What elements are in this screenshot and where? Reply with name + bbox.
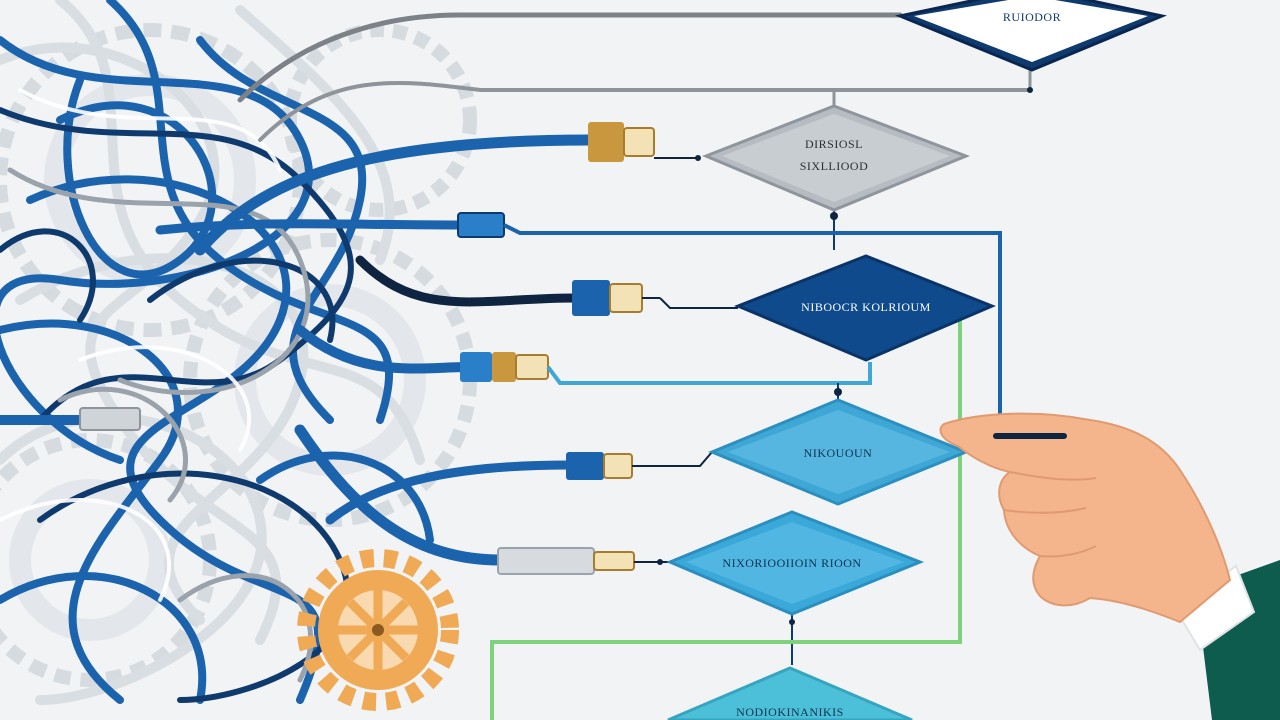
plug-left — [79, 407, 141, 431]
decision-diamond-6: NODIOKINANIKIS — [667, 666, 913, 720]
tangled-cables — [0, 0, 434, 705]
decision-diamond-4: NIKOUOUN — [708, 398, 970, 506]
diamond-5-label: NIXORIOOIIOIN RIOON — [722, 556, 861, 570]
diamond-6-label: NODIOKINANIKIS — [736, 705, 844, 719]
diamond-1-label: RUIODOR — [1003, 10, 1061, 24]
flow-dots — [657, 87, 1033, 625]
decision-diamond-1: RUIODOR — [894, 0, 1168, 72]
diamond-3-label: NIBOOCR KOLRIOUM — [801, 300, 931, 314]
diamond-4-label: NIKOUOUN — [804, 446, 873, 460]
hand-illustration — [939, 412, 1280, 720]
flow-lines — [490, 70, 1060, 720]
plug-6 — [497, 547, 670, 575]
plug-4 — [460, 352, 549, 382]
decision-diamond-2: DIRSIOSL SIXLLIOOD — [702, 104, 971, 212]
orange-gear-icon — [297, 549, 459, 711]
plug-2 — [457, 212, 505, 238]
decision-diamond-3: NIBOOCR KOLRIOUM — [734, 254, 996, 362]
plug-3 — [572, 280, 660, 316]
hand — [939, 412, 1232, 624]
outgoing-cables — [0, 12, 1032, 566]
diamond-2-label-line-1: DIRSIOSL — [805, 137, 863, 151]
plug-5 — [566, 452, 660, 480]
plug-1 — [588, 122, 700, 162]
decision-nodes: RUIODOR DIRSIOSL SIXLLIOOD NIBOOCR KOLRI… — [666, 0, 1168, 720]
diamond-2-label-line-2: SIXLLIOOD — [800, 159, 869, 173]
decision-diamond-5: NIXORIOOIIOIN RIOON — [666, 510, 925, 616]
